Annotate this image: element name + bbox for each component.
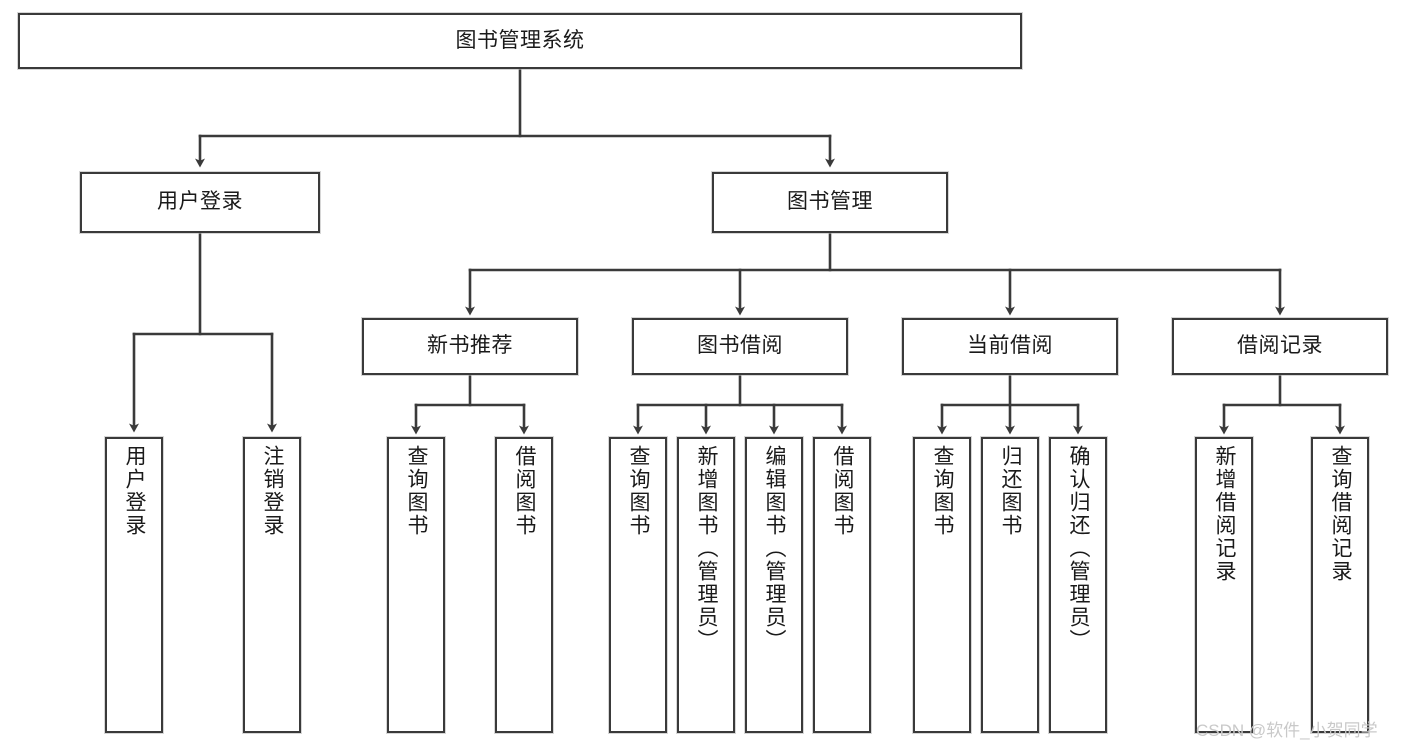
leaf-query-borrow-record[interactable]: 查询借阅记录: [1311, 437, 1369, 733]
node-label: 查询图书: [405, 445, 429, 537]
node-label: 查询图书: [931, 445, 955, 537]
node-label: 用户登录: [157, 190, 243, 214]
leaf-book-edit-admin[interactable]: 编辑图书（管理员）: [745, 437, 803, 733]
leaf-book-borrow-action[interactable]: 借阅图书: [813, 437, 871, 733]
leaf-confirm-return-admin[interactable]: 确认归还（管理员）: [1049, 437, 1107, 733]
leaf-return-book[interactable]: 归还图书: [981, 437, 1039, 733]
node-label: 查询图书: [627, 445, 651, 537]
node-current-borrow[interactable]: 当前借阅: [902, 318, 1118, 375]
node-label: 用户登录: [123, 445, 147, 537]
leaf-logout-login[interactable]: 注销登录: [243, 437, 301, 733]
node-new-book-recommend[interactable]: 新书推荐: [362, 318, 578, 375]
node-label: 借阅记录: [1237, 334, 1323, 358]
node-label: 新增图书（管理员）: [695, 445, 719, 652]
leaf-book-add-admin[interactable]: 新增图书（管理员）: [677, 437, 735, 733]
node-label: 图书借阅: [697, 334, 783, 358]
node-borrow-record[interactable]: 借阅记录: [1172, 318, 1388, 375]
node-root-book-management-system[interactable]: 图书管理系统: [18, 13, 1022, 69]
leaf-new-book-query[interactable]: 查询图书: [387, 437, 445, 733]
node-label: 借阅图书: [831, 445, 855, 537]
node-label: 图书管理: [787, 190, 873, 214]
node-label: 当前借阅: [967, 334, 1053, 358]
node-label: 借阅图书: [513, 445, 537, 537]
node-label: 新书推荐: [427, 334, 513, 358]
node-label: 编辑图书（管理员）: [763, 445, 787, 652]
node-label: 新增借阅记录: [1213, 445, 1237, 583]
node-book-management[interactable]: 图书管理: [712, 172, 948, 233]
node-label: 图书管理系统: [455, 28, 585, 52]
node-book-borrow[interactable]: 图书借阅: [632, 318, 848, 375]
csdn-watermark: CSDN @软件_小贺同学: [1196, 721, 1378, 740]
node-label: 归还图书: [999, 445, 1023, 537]
node-label: 注销登录: [261, 445, 285, 537]
leaf-book-borrow-query[interactable]: 查询图书: [609, 437, 667, 733]
node-label: 确认归还（管理员）: [1067, 445, 1091, 652]
leaf-user-login[interactable]: 用户登录: [105, 437, 163, 733]
node-user-login[interactable]: 用户登录: [80, 172, 320, 233]
node-label: 查询借阅记录: [1329, 445, 1353, 583]
leaf-current-borrow-query[interactable]: 查询图书: [913, 437, 971, 733]
leaf-add-borrow-record[interactable]: 新增借阅记录: [1195, 437, 1253, 733]
leaf-new-book-borrow[interactable]: 借阅图书: [495, 437, 553, 733]
